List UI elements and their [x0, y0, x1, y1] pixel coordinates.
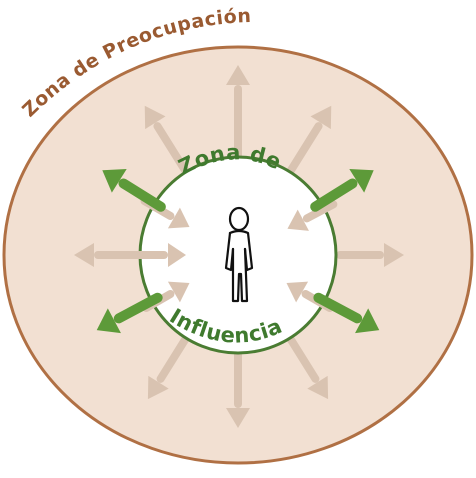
inward-arrow-left	[132, 243, 186, 267]
brown-arrows	[74, 65, 404, 428]
brown-arrow-down-right	[284, 332, 329, 400]
green-arrow-up-left	[102, 168, 166, 212]
person-icon	[224, 206, 254, 303]
brown-arrow-up-left	[144, 105, 192, 178]
brown-arrow-down	[226, 350, 250, 428]
brown-arrow-up	[226, 65, 250, 160]
green-arrow-up-right	[310, 168, 374, 212]
brown-arrow-right	[336, 243, 404, 267]
green-arrow-down-left	[96, 292, 163, 334]
brown-arrow-left	[74, 243, 140, 267]
brown-arrow-up-right	[284, 105, 332, 178]
green-arrow-down-right	[313, 292, 380, 334]
inward-arrow-top-right	[287, 200, 338, 231]
green-arrows	[96, 168, 380, 334]
brown-arrow-down-left	[147, 332, 192, 400]
